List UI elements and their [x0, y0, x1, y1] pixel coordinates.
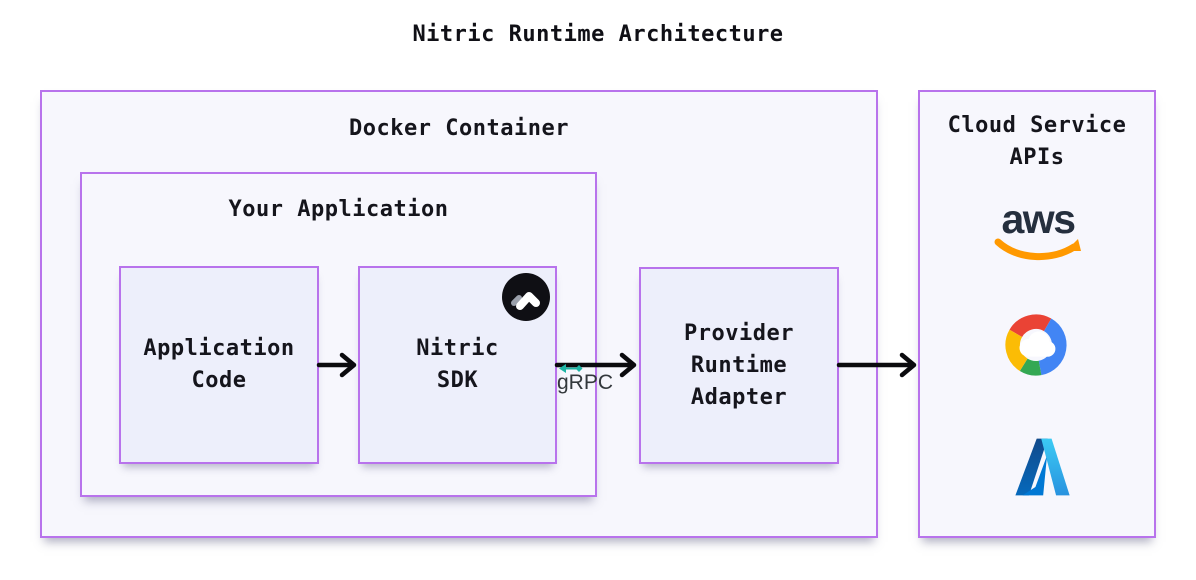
docker-container-label: Docker Container	[349, 116, 569, 141]
diagram-title: Nitric Runtime Architecture	[412, 22, 784, 47]
aws-smile-icon	[994, 238, 1081, 260]
google-cloud-logo	[1005, 314, 1067, 376]
cloud-service-apis-label: Cloud Service APIs	[947, 113, 1127, 170]
application-code-box: Application Code	[119, 266, 319, 464]
cloud-service-apis-box: Cloud Service APIs	[918, 90, 1156, 538]
application-code-label: Application Code	[143, 336, 295, 393]
arrow-sdk-to-adapter	[554, 352, 637, 378]
nitric-sdk-box: Nitric SDK	[358, 266, 557, 464]
grpc-label: gRPC	[557, 363, 627, 395]
arrow-adapter-to-cloud	[836, 352, 917, 378]
docker-container-box: Docker Container Your Application Applic…	[40, 90, 878, 538]
gcp-inner-cloud	[1019, 331, 1056, 357]
aws-logo: aws	[992, 198, 1084, 269]
your-application-box: Your Application Application Code Nitric…	[80, 172, 597, 497]
nitric-sdk-label: Nitric SDK	[416, 336, 499, 393]
your-application-label: Your Application	[228, 197, 449, 222]
grpc-label-text: gRPC	[557, 371, 614, 394]
aws-logo-text: aws	[1001, 196, 1077, 242]
azure-logo	[1015, 438, 1070, 496]
provider-runtime-adapter-label: Provider Runtime Adapter	[684, 320, 794, 410]
arrow-app-code-to-sdk	[316, 352, 357, 378]
provider-runtime-adapter-box: Provider Runtime Adapter	[639, 267, 839, 464]
grpc-arrow-icon	[559, 364, 583, 373]
nitric-logo-icon	[502, 273, 550, 321]
